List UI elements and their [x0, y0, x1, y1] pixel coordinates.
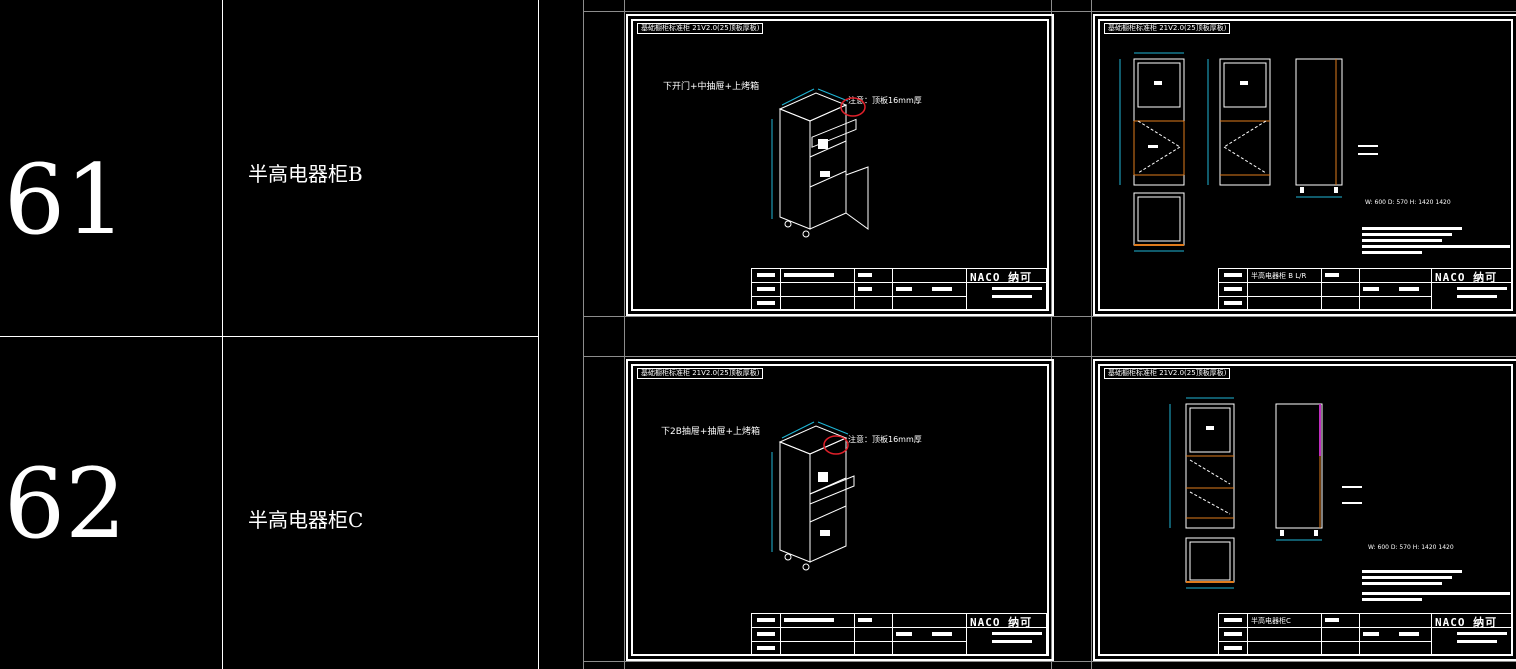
note-label: 注意：顶板16mm厚: [848, 435, 922, 444]
title-block: 半高电器柜C NACO 纳可: [1218, 613, 1512, 656]
brand-logo: NACO 纳可: [1435, 616, 1498, 629]
title-block: NACO 纳可: [751, 613, 1047, 656]
highlight-circle: [823, 435, 849, 455]
note-label: 注意：顶板16mm厚: [848, 96, 922, 105]
cad-grid: [583, 0, 1516, 669]
row-number: 61: [4, 144, 127, 256]
cabinet-isometric: [771, 88, 869, 238]
table-divider-vertical: [222, 0, 223, 669]
title-block: NACO 纳可: [751, 268, 1047, 311]
cabinet-elevations: [1169, 397, 1323, 589]
highlight-circle: [840, 97, 866, 117]
row-number: 62: [4, 448, 127, 560]
cabinet-elevations: [1119, 52, 1343, 252]
drawing-title: 半高电器柜 B L/R: [1251, 272, 1307, 280]
dimensions-label: W: 600 D: 570 H: 1420 1420: [1368, 544, 1454, 551]
drawing-caption: 下2B抽屉+抽屉+上烤箱: [661, 427, 760, 437]
table-divider-horizontal: [0, 336, 539, 337]
sheet-tag: 基础橱柜标准柜 21V2.0(25顶板厚板): [1104, 23, 1231, 34]
drawing-sheet-3[interactable]: 基础橱柜标准柜 21V2.0(25顶板厚板) 下2B抽屉+抽屉+上烤箱 注意：顶…: [626, 359, 1054, 661]
table-divider-right: [538, 0, 539, 669]
cabinet-isometric: [771, 421, 855, 571]
dimensions-label: W: 600 D: 570 H: 1420 1420: [1365, 199, 1451, 206]
drawing-title: 半高电器柜C: [1251, 617, 1291, 625]
drawing-caption: 下开门+中抽屉+上烤箱: [663, 82, 760, 92]
brand-logo: NACO 纳可: [1435, 271, 1498, 284]
title-block: 半高电器柜 B L/R NACO 纳可: [1218, 268, 1512, 311]
catalog-table: 61 半高电器柜B 62 半高电器柜C: [0, 0, 540, 669]
row-name: 半高电器柜B: [248, 162, 363, 186]
drawing-sheet-1[interactable]: 基础橱柜标准柜 21V2.0(25顶板厚板) 下开门+中抽屉+上烤箱 注意：顶板…: [626, 14, 1054, 316]
drawing-sheet-4[interactable]: 基础橱柜标准柜 21V2.0(25顶板厚板) W: 600 D: 570 H: [1093, 359, 1516, 661]
sheet-tag: 基础橱柜标准柜 21V2.0(25顶板厚板): [637, 23, 764, 34]
brand-logo: NACO 纳可: [970, 271, 1033, 284]
drawing-sheet-2[interactable]: 基础橱柜标准柜 21V2.0(25顶板厚板): [1093, 14, 1516, 316]
row-name: 半高电器柜C: [248, 508, 364, 532]
sheet-tag: 基础橱柜标准柜 21V2.0(25顶板厚板): [637, 368, 764, 379]
sheet-tag: 基础橱柜标准柜 21V2.0(25顶板厚板): [1104, 368, 1231, 379]
brand-logo: NACO 纳可: [970, 616, 1033, 629]
